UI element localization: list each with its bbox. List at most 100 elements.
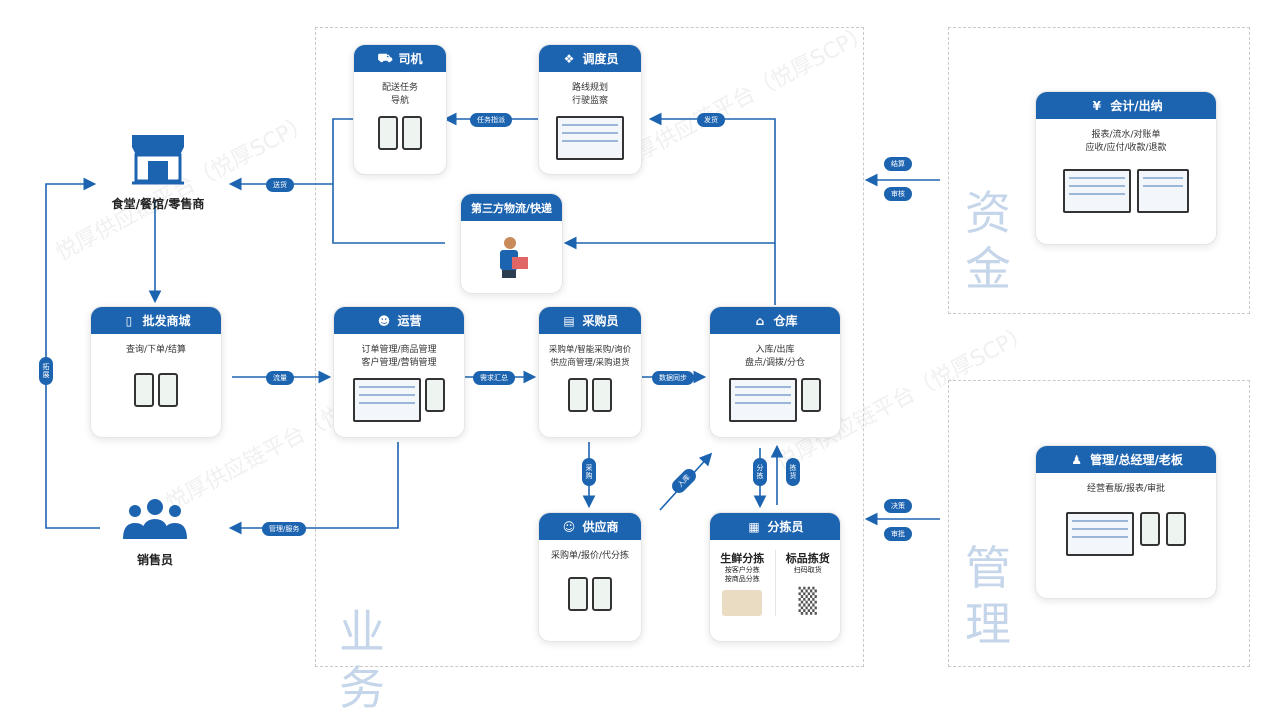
courier-icon [499,237,528,278]
monitor-mockup [353,378,421,422]
canteen-label: 食堂/餐馆/零售商 [111,197,205,211]
card-manager: ♟ 管理/总经理/老板 经营看版/报表/审批 [1035,445,1217,599]
supplier-title: 供应商 [582,520,619,534]
sorter-standard: 标品拣货 扫码取货 ▒ [776,550,841,616]
phone-mockup [592,577,612,611]
card-purchaser: ▤ 采购员 采购单/智能采购/询价供应商管理/采购退货 [538,306,642,438]
edge-label-ship: 发货 [697,113,725,127]
card-wholesale: ▯批发商城 查询/下单/结算 [90,306,222,438]
accountant-line: 报表/流水/对账单 [1091,130,1161,140]
warehouse-title: 仓库 [773,314,798,328]
edge-label-traffic: 流量 [266,371,294,385]
card-driver: ⛟ 司机 配送任务导航 [353,44,447,175]
edge-label-demand-summary: 需求汇总 [473,371,515,385]
actor-canteen: 食堂/餐馆/零售商 [88,133,228,212]
edge-label-pick: 拣货 [786,458,800,486]
accountant-line: 应收/应付/收款/退款 [1085,143,1167,153]
operations-line: 订单管理/商品管理 [361,345,437,355]
dispatcher-line: 行驶监察 [571,96,608,106]
team-icon: ☻ [377,313,391,328]
manage-region [948,380,1250,667]
supplier-line: 采购单/报价/代分拣 [550,551,630,561]
monitor-mockup [729,378,797,422]
edge-label-settle: 结算 [884,157,912,171]
phone-mockup [425,378,445,412]
purchaser-line: 采购单/智能采购/询价 [548,345,632,355]
truck-icon: ⛟ [377,50,393,65]
card-warehouse: ⌂ 仓库 入库/出库盘点/调拨/分仓 [709,306,841,438]
manage-region-label: 管理 [965,541,1011,651]
mobile-icon: ▯ [125,313,133,328]
third-party-title: 第三方物流/快递 [470,201,553,215]
phone-mockup [378,116,398,150]
actor-sales: 销售员 [100,497,210,568]
team-icon [123,499,187,539]
edge-label-audit-bottom: 审批 [884,527,912,541]
card-sorter: ▦ 分拣员 生鲜分拣 按客户分拣 按商品分拣 标品拣货 扫码取货 ▒ [709,512,841,642]
phone-mockup [801,378,821,412]
fresh-line: 按商品分拣 [724,575,760,583]
fresh-line: 按客户分拣 [724,566,760,574]
dispatcher-line: 路线规划 [571,83,608,93]
phone-mockup [1140,512,1160,546]
warehouse-line: 盘点/调拨/分仓 [744,358,806,368]
sorter-fresh: 生鲜分拣 按客户分拣 按商品分拣 [710,550,776,616]
card-accountant: ¥ 会计/出纳 报表/流水/对账单应收/应付/收款/退款 [1035,91,1217,245]
std-title: 标品拣货 [785,552,830,565]
warehouse-line: 入库/出库 [755,345,795,355]
phone-mockup [1166,512,1186,546]
phone-mockup [158,373,178,407]
edge-label-task-assign: 任务指派 [470,113,512,127]
edge-label-deliver: 送货 [266,178,294,192]
store-icon [132,135,184,185]
edge-label-sorting: 分拣 [753,458,767,486]
phone-mockup [402,116,422,150]
driver-line: 导航 [390,96,409,106]
purchaser-line: 供应商管理/采购退货 [550,358,630,368]
fresh-title: 生鲜分拣 [720,552,765,565]
yen-icon: ¥ [1092,98,1101,113]
std-line: 扫码取货 [793,566,822,574]
edge-label-audit-top: 审核 [884,187,912,201]
monitor-mockup [1066,512,1134,556]
phone-mockup [568,378,588,412]
edge-label-purchase: 采购 [582,458,596,486]
card-operations: ☻ 运营 订单管理/商品管理客户管理/营销管理 [333,306,465,438]
edge-label-decide: 决策 [884,499,912,513]
manager-title: 管理/总经理/老板 [1090,453,1183,467]
clipboard-icon: ▤ [563,313,575,328]
card-third-party: 第三方物流/快递 [460,193,563,294]
driver-line: 配送任务 [381,83,418,93]
edge-label-data-sync: 数据同步 [652,371,694,385]
scan-icon: ▦ [748,519,760,534]
phone-mockup [568,577,588,611]
sorter-title: 分拣员 [767,520,804,534]
phone-mockup [592,378,612,412]
operations-title: 运营 [397,314,422,328]
edge-label-manage-service: 管理/服务 [262,522,307,536]
edge-label-expand: 拓展 [39,357,53,385]
card-dispatcher: ❖ 调度员 路线规划行驶监察 [538,44,642,175]
purchaser-title: 采购员 [582,314,619,328]
warehouse-icon: ⌂ [755,313,765,328]
person-icon: ☺ [562,519,576,534]
wholesale-title: 批发商城 [142,314,191,328]
business-region [315,27,864,667]
manager-line: 经营看版/报表/审批 [1086,484,1166,494]
barcode-scanner-icon: ▒ [798,587,817,615]
monitor-mockup [556,116,624,160]
finance-region [948,27,1250,314]
phone-mockup [134,373,154,407]
boss-icon: ♟ [1071,452,1082,467]
sorting-station-image [722,590,763,616]
accountant-title: 会计/出纳 [1110,99,1163,113]
card-supplier: ☺ 供应商 采购单/报价/代分拣 [538,512,642,642]
dispatcher-title: 调度员 [582,52,619,66]
monitor-mockup [1137,169,1189,213]
finance-region-label: 资金 [965,186,1011,296]
dispatch-icon: ❖ [563,51,575,66]
monitor-mockup [1063,169,1131,213]
sales-label: 销售员 [136,553,173,567]
driver-title: 司机 [398,52,423,66]
operations-line: 客户管理/营销管理 [361,358,437,368]
